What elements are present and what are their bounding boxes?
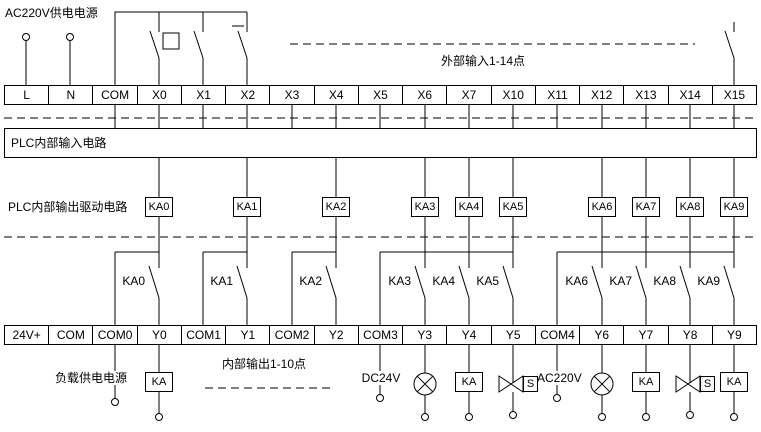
lamp-y6-icon [590,372,614,396]
terminal-y9: Y9 [711,326,756,344]
terminal-y7: Y7 [623,326,667,344]
terminal-com-b: COM [48,326,92,344]
bottom-terminal-row: 24V+ COM COM0 Y0 COM1 Y1 COM2 Y2 COM3 Y3… [4,325,757,345]
contact-label-ka1: KA1 [210,274,233,288]
load-relay-ka-y7: KA [632,372,660,392]
terminal-x2: X2 [225,86,269,104]
terminal-y1: Y1 [225,326,269,344]
load-relay-ka-y0: KA [145,372,173,392]
switch-x1 [193,12,204,85]
terminal-y0: Y0 [136,326,181,344]
terminal-y5: Y5 [490,326,535,344]
relay-coil-ka0: KA0 [145,197,173,217]
input-terminal-stubs [114,105,735,128]
terminal-n: N [48,86,92,104]
ac220v-label: AC220V [536,371,582,385]
terminal-x15: X15 [711,86,756,104]
terminal-com1: COM1 [180,326,225,344]
contact-label-ka2: KA2 [299,274,322,288]
terminal-com2: COM2 [269,326,313,344]
relay-coil-ka5: KA5 [499,197,527,217]
terminal-24v: 24V+ [12,328,41,342]
contact-label-ka5: KA5 [476,274,499,288]
switch-x15 [724,22,735,85]
relay-contact-blades [148,265,735,325]
input-common-bus [114,11,247,85]
terminal-com0: COM0 [92,326,136,344]
relay-coil-ka3: KA3 [411,197,439,217]
dc24v-label: DC24V [357,371,405,385]
terminal-x13: X13 [623,86,667,104]
relay-coil-ka2: KA2 [322,197,350,217]
top-terminal-row: L N COM X0 X1 X2 X3 X4 X5 X6 X7 X10 X11 … [4,85,757,105]
ac220v-supply-label: AC220V供电电源 [5,6,98,20]
contact-label-ka7: KA7 [609,274,632,288]
internal-outputs-label: 内部输出1-10点 [221,357,307,371]
plc-output-drive-label: PLC内部输出驱动电路 [8,200,128,214]
l-n-supply-leads [22,33,74,85]
terminal-x6: X6 [402,86,446,104]
switch-x0 [149,12,180,85]
contact-label-ka8: KA8 [653,274,676,288]
valve-y8-icon [675,375,701,393]
load-supply-label: 负载供电电源 [50,371,132,385]
contact-label-ka3: KA3 [388,274,411,288]
terminal-y4: Y4 [446,326,490,344]
relay-coil-ka8: KA8 [676,197,704,217]
relay-coil-ka9: KA9 [720,197,748,217]
terminal-com4: COM4 [534,326,579,344]
plc-input-circuit-label: PLC内部输入电路 [11,136,107,150]
terminal-l: L [23,88,30,102]
terminal-x11: X11 [534,86,579,104]
contact-label-ka0: KA0 [122,274,145,288]
relay-coil-ka1: KA1 [233,197,261,217]
terminal-com3: COM3 [357,326,402,344]
external-inputs-label: 外部输入1-14点 [440,54,526,68]
terminal-x14: X14 [667,86,712,104]
terminal-y2: Y2 [313,326,358,344]
terminal-y8: Y8 [667,326,712,344]
terminal-x1: X1 [180,86,225,104]
relay-coil-ka7: KA7 [632,197,660,217]
output-common-buses [114,251,734,325]
terminal-y3: Y3 [402,326,446,344]
terminal-x0: X0 [136,86,181,104]
terminal-x3: X3 [269,86,313,104]
relay-coil-ka4: KA4 [455,197,483,217]
contact-label-ka4: KA4 [432,274,455,288]
terminal-x5: X5 [357,86,402,104]
relay-coil-ka6: KA6 [588,197,616,217]
contact-label-ka6: KA6 [565,274,588,288]
solenoid-s-y8: S [700,376,715,392]
terminal-com: COM [92,86,136,104]
supply-terminal-circles [111,394,738,421]
coil-leads [158,158,735,268]
plc-input-circuit-box: PLC内部输入电路 [4,128,757,158]
terminal-x7: X7 [446,86,490,104]
terminal-x12: X12 [579,86,623,104]
lamp-y3-icon [413,372,437,396]
terminal-x10: X10 [490,86,535,104]
solenoid-s-y5: S [523,376,538,392]
valve-y5-icon [498,375,524,393]
switch-x2 [232,12,248,85]
terminal-x4: X4 [313,86,358,104]
load-relay-ka-y9: KA [720,372,748,392]
terminal-y6: Y6 [579,326,623,344]
contact-label-ka9: KA9 [697,274,720,288]
load-relay-ka-y4: KA [455,372,483,392]
